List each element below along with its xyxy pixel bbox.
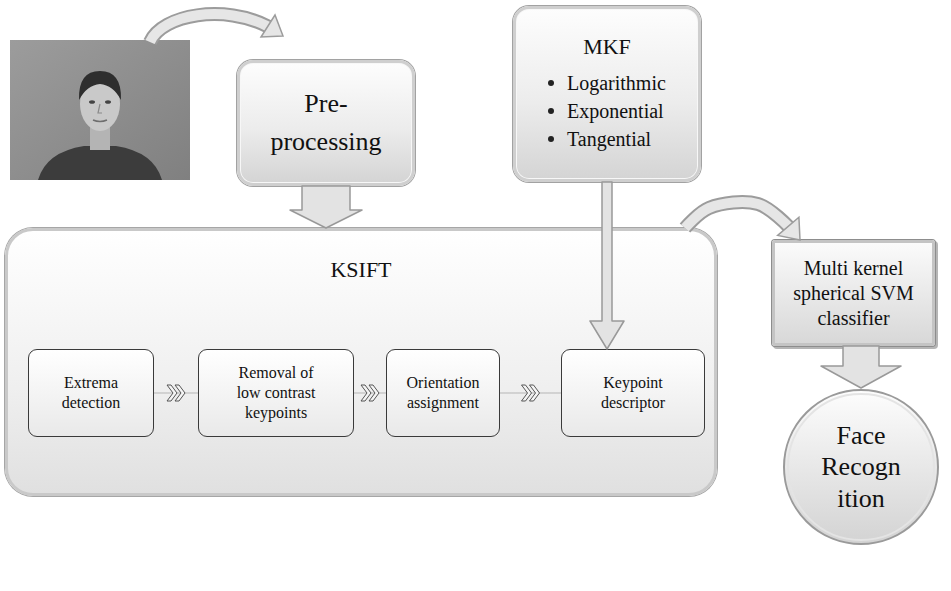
box-label: Extrema detection <box>49 373 133 413</box>
curved-arrow <box>685 202 788 228</box>
connector-group <box>154 385 198 401</box>
process-box: Pre- processing <box>237 60 415 186</box>
bullet-item: Logarithmic <box>567 70 666 96</box>
photo-mouth <box>93 120 107 122</box>
step-box: Keypoint descriptor <box>561 349 705 437</box>
connector-group <box>290 186 362 228</box>
step-box: Extrema detection <box>28 349 154 437</box>
group-title: KSIFT <box>330 257 391 283</box>
block-arrow <box>590 182 624 349</box>
chevron-arrowhead <box>369 385 379 401</box>
circle-inner-ring <box>788 394 934 540</box>
bullet-item: Exponential <box>567 98 664 124</box>
step-box: Orientation assignment <box>386 349 500 437</box>
connector-group <box>821 346 901 388</box>
photo-nose <box>98 104 102 113</box>
curved-arrow-head <box>778 217 800 240</box>
connector-group <box>354 385 386 401</box>
bullet-dot <box>548 80 554 86</box>
chevron-arrowhead <box>522 385 532 401</box>
bullet-dot <box>548 136 554 142</box>
circle-shape <box>784 390 938 544</box>
circle-label: Face Recogn ition <box>821 420 900 514</box>
bullet-row: Exponential <box>548 98 666 124</box>
box-label: Orientation assignment <box>397 373 489 413</box>
block-arrow <box>821 346 901 388</box>
photo-hair <box>79 71 121 100</box>
box-label: Multi kernel spherical SVM classifier <box>788 256 920 331</box>
curved-arrow-fill <box>685 202 788 228</box>
kernel-function-box: MKF LogarithmicExponentialTangential <box>513 6 701 182</box>
chevron-arrowhead <box>530 385 540 401</box>
photo-eye <box>89 100 95 104</box>
flow-connector <box>154 393 198 394</box>
photo-eye <box>105 100 111 104</box>
output-circle: Face Recogn ition <box>782 388 940 546</box>
box-label: Removal of low contrast keypoints <box>230 363 322 423</box>
connector-group <box>590 182 624 349</box>
bullet-list: LogarithmicExponentialTangential <box>548 68 666 154</box>
box-label: Keypoint descriptor <box>585 373 681 413</box>
bullet-item: Tangential <box>567 126 651 152</box>
block-arrow <box>290 186 362 228</box>
bullet-dot <box>548 108 554 114</box>
curved-arrow-head <box>261 15 283 37</box>
flow-connector <box>354 393 386 394</box>
curved-arrow-outline <box>150 14 268 42</box>
photo-background <box>10 40 190 180</box>
bullet-row: Tangential <box>548 126 666 152</box>
chevron-arrowhead <box>167 385 177 401</box>
face-photo <box>10 40 190 180</box>
photo-shirt <box>38 146 162 180</box>
curved-arrow-fill <box>150 14 268 42</box>
step-box: Removal of low contrast keypoints <box>198 349 354 437</box>
box-title: MKF <box>583 34 631 60</box>
group-frame: Extrema detection Removal of low contrast… <box>5 228 717 496</box>
connector-group <box>685 202 800 240</box>
chevron-arrowhead <box>175 385 185 401</box>
flow-connector <box>500 393 561 394</box>
box-label: Pre- processing <box>251 85 401 160</box>
bullet-row: Logarithmic <box>548 70 666 96</box>
input-curved-arrow <box>150 14 283 42</box>
chevron-arrowhead <box>361 385 371 401</box>
classifier-box: Multi kernel spherical SVM classifier <box>772 240 935 346</box>
connector-group <box>500 385 561 401</box>
